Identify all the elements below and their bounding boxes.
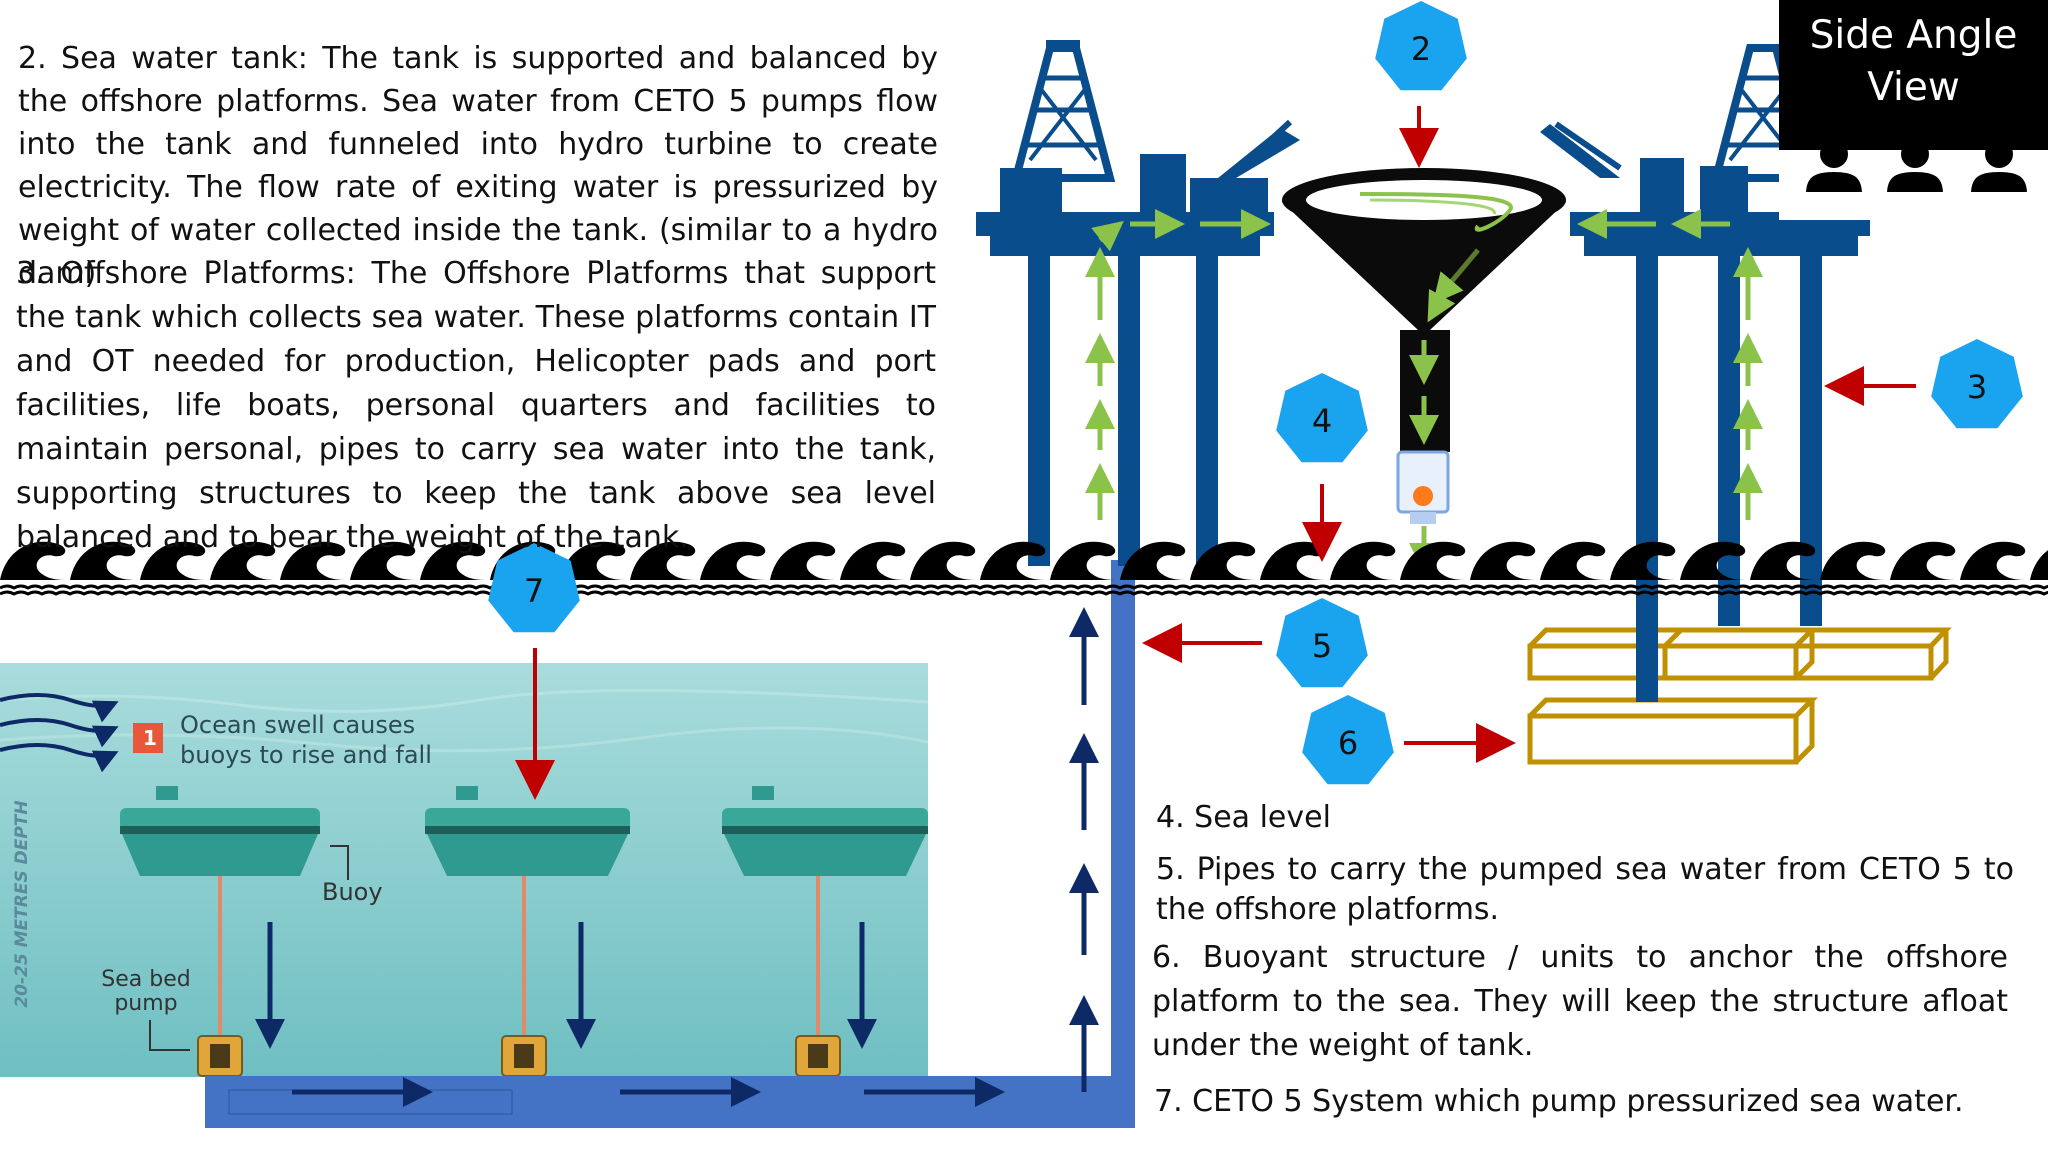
ocean-wave-icon [0, 541, 70, 580]
seabed-pump-icon [197, 1035, 243, 1077]
marker-number: 3 [1967, 368, 1987, 406]
heptagon-marker-icon [1931, 339, 2023, 429]
ocean-wave-band [0, 541, 2048, 596]
marker-number: 4 [1312, 402, 1332, 440]
ocean-wave-icon [1610, 541, 1680, 580]
ocean-wave-icon [140, 541, 210, 580]
buoy-icon [425, 786, 630, 1040]
ocean-wave-icon [210, 541, 280, 580]
buoy-icon [722, 786, 928, 1040]
ocean-wave-icon [1050, 541, 1120, 580]
ocean-wave-icon [1260, 541, 1330, 580]
ocean-wave-icon [280, 541, 350, 580]
item-6-description: 6. Buoyant structure / units to anchor t… [1152, 940, 2008, 1063]
ocean-wave-icon [2030, 550, 2048, 580]
ocean-wave-icon [1680, 541, 1750, 580]
buoyant-float-icon [1527, 697, 1819, 765]
ocean-wave-icon [980, 541, 1050, 580]
seabed-pump-icon [795, 1035, 841, 1077]
pipe-flow-arrows [292, 607, 1099, 1107]
ocean-wave-icon [1470, 541, 1540, 580]
view-label: Side Angle View [1809, 13, 2018, 110]
hydro-turbine-icon [1396, 450, 1450, 524]
item-3-description: 3. Offshore Platforms: The Offshore Plat… [16, 256, 936, 555]
item-4-description: 4. Sea level [1156, 800, 1331, 835]
ocean-wave-icon [1960, 541, 2030, 580]
pointer-arrows [515, 106, 1916, 800]
buoy-icon [120, 786, 320, 1040]
item-2-description: 2. Sea water tank: The tank is supported… [18, 41, 938, 291]
ocean-wave-icon [1890, 541, 1960, 580]
buoy-label: Buoy [322, 878, 383, 906]
ocean-wave-icon [770, 541, 840, 580]
ocean-wave-icon [1400, 541, 1470, 580]
heptagon-marker-icon [1276, 373, 1368, 463]
depth-label: 20-25 METRES DEPTH [12, 800, 32, 1008]
marker-number: 6 [1338, 724, 1358, 762]
heptagon-marker-icon [488, 543, 580, 633]
swell-arrows-icon [0, 693, 119, 773]
ocean-wave-icon [910, 541, 980, 580]
heptagon-marker-icon [1375, 1, 1467, 91]
view-label-box: Side Angle View [1779, 0, 2048, 150]
ocean-wave-icon [1330, 541, 1400, 580]
item-7-description: 7. CETO 5 System which pump pressurized … [1154, 1084, 1964, 1119]
ocean-wave-icon [700, 541, 770, 580]
sea-surface-line [0, 590, 2048, 596]
ocean-wave-icon [630, 541, 700, 580]
buoyant-float-icon [1662, 627, 1952, 681]
ceto-inset-image [0, 663, 929, 1077]
left-offshore-platform [976, 40, 1300, 566]
callout-1-text: Ocean swell causes buoys to rise and fal… [180, 711, 432, 769]
water-flow-arrows [1085, 209, 1763, 573]
marker-number: 2 [1411, 30, 1431, 68]
marker-number: 5 [1312, 627, 1332, 665]
seabed-pump-label: Sea bed pump [101, 967, 191, 1016]
sea-surface-line [0, 584, 2048, 590]
ocean-wave-icon [1820, 541, 1890, 580]
callout-1-box [133, 723, 163, 753]
ocean-wave-icon [1540, 541, 1610, 580]
heptagon-marker-icon [1276, 598, 1368, 688]
ocean-wave-icon [1190, 541, 1260, 580]
ocean-wave-icon [350, 541, 420, 580]
ocean-wave-icon [1120, 541, 1190, 580]
item-5-description: 5. Pipes to carry the pumped sea water f… [1156, 852, 2014, 927]
marker-number: 7 [524, 572, 544, 610]
callout-1-number: 1 [143, 726, 157, 750]
heptagon-marker-icon [1302, 695, 1394, 785]
ocean-wave-icon [560, 541, 630, 580]
seabed-pump-icon [501, 1035, 547, 1077]
ocean-wave-icon [840, 541, 910, 580]
ocean-wave-icon [420, 541, 490, 580]
ocean-wave-icon [70, 541, 140, 580]
ocean-wave-icon [1750, 541, 1820, 580]
